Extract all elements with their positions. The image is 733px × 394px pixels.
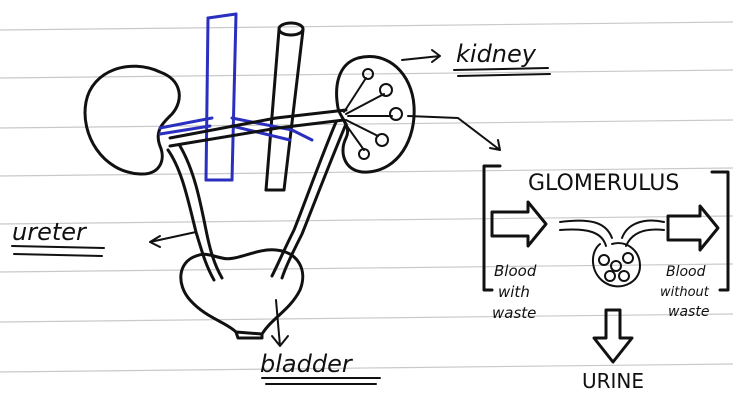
blood-without-waste-line2: without [660,285,710,300]
glomerulus-title: GLOMERULUS [528,171,679,196]
kidney-pointer-arrow [402,50,440,62]
blood-in-arrow [492,202,546,246]
left-ureter-inner [180,146,222,278]
kidney-label: kidney [456,40,537,68]
paper-rules [0,22,733,372]
blood-without-waste-line3: waste [668,304,709,320]
blood-with-waste-line2: with [498,283,530,301]
blood-without-waste-line1: Blood [666,264,706,280]
aorta [266,23,303,190]
right-ureter [272,122,336,276]
bladder-shape [181,250,303,334]
blood-out-arrow [668,206,718,250]
bladder-label: bladder [260,350,354,378]
glomerulus-knot [560,221,664,287]
urine-arrow [594,310,632,362]
label-underlines [12,68,550,384]
left-kidney [85,66,179,174]
ureter-pointer-arrow [150,232,196,247]
kidney-calyces [344,69,402,159]
blood-with-waste-line1: Blood [494,262,537,280]
ureter-label: ureter [12,218,88,246]
urine-label: URINE [582,369,644,393]
blood-with-waste-line3: waste [492,304,536,322]
glomerulus-pointer-arrow [408,116,500,150]
